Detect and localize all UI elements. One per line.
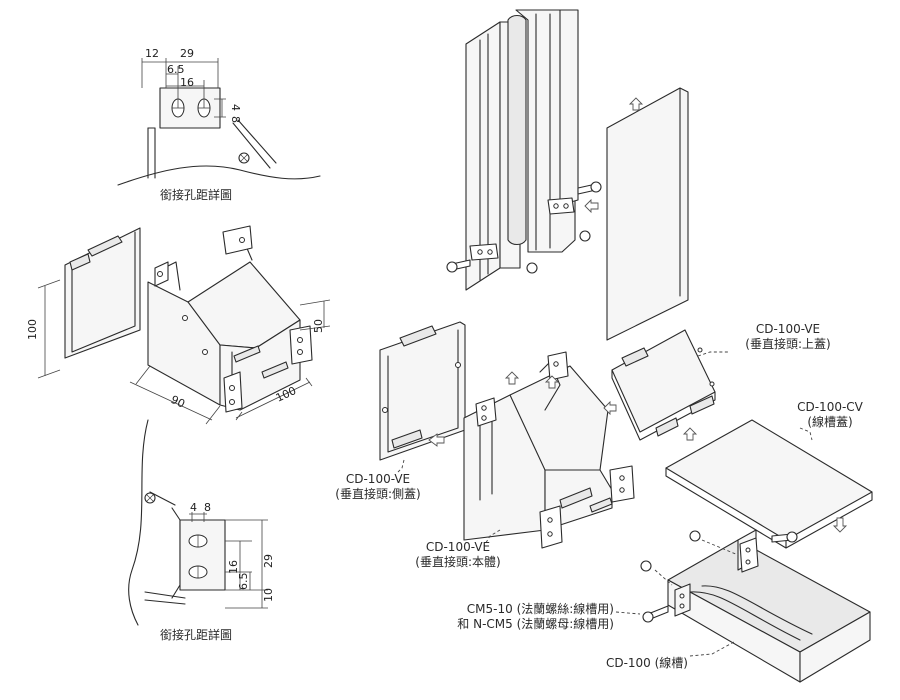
trough-cover-label: CD-100-CV (線槽蓋): [770, 400, 890, 430]
dim-8: 8: [204, 501, 211, 514]
arrow-icon: [628, 97, 644, 111]
trough-label: CD-100 (線槽): [605, 656, 688, 670]
hardware-line-2: 和 N-CM5 (法蘭螺母:線槽用): [457, 617, 614, 631]
screw-icon: [771, 531, 798, 543]
vertical-duct-assembly: [446, 9, 689, 341]
top-cover-name: (垂直接頭:上蓋): [745, 337, 831, 351]
body-code: CD-100-VE: [425, 540, 491, 554]
side-cover-name: (垂直接頭:側蓋): [335, 487, 421, 501]
screw-icon: [642, 605, 669, 623]
screw-icon: [446, 259, 471, 273]
dim-height-100: 100: [26, 319, 39, 340]
arrow-icon: [603, 400, 617, 416]
nut-icon: [640, 560, 652, 572]
top-detail-caption: 銜接孔距詳圖: [160, 188, 233, 202]
top-hole-detail: 12 29 6.5 16 4 8: [117, 47, 321, 186]
dim-10: 10: [262, 588, 275, 602]
nut-icon: [579, 230, 591, 242]
side-cover-label: CD-100-VE (垂直接頭:側蓋): [318, 472, 438, 502]
body-name: (垂直接頭:本體): [415, 555, 501, 569]
arrow-icon: [832, 517, 848, 533]
dim-6-5: 6.5: [237, 573, 250, 591]
arrow-icon: [584, 198, 599, 214]
trough-cover-name: (線槽蓋): [807, 415, 853, 429]
bottom-detail-caption: 銜接孔距詳圖: [160, 628, 233, 642]
top-cover-part: [603, 329, 728, 441]
dim-12: 12: [145, 47, 159, 60]
screw-icon: [577, 181, 602, 195]
dim-4: 4: [229, 104, 242, 111]
dim-16: 16: [180, 76, 194, 89]
hardware-line-1: CM5-10 (法蘭螺絲:線槽用): [466, 602, 614, 616]
trough-cover-code: CD-100-CV: [797, 400, 863, 414]
nut-icon: [689, 530, 701, 542]
dim-8: 8: [229, 116, 242, 123]
body-label: CD-100-VE (垂直接頭:本體): [398, 540, 518, 570]
top-cover-label: CD-100-VE (垂直接頭:上蓋): [728, 322, 848, 352]
dim-depth-90: 90: [169, 393, 187, 411]
arrow-icon: [682, 427, 698, 441]
arrow-icon: [504, 371, 520, 385]
hardware-label: CM5-10 (法蘭螺絲:線槽用) 和 N-CM5 (法蘭螺母:線槽用): [400, 602, 614, 632]
dim-4: 4: [190, 501, 197, 514]
dim-29: 29: [180, 47, 194, 60]
arrow-icon: [428, 433, 445, 447]
trough-part: [615, 529, 871, 683]
dim-29: 29: [262, 554, 275, 568]
trough-cover-part: [665, 419, 873, 549]
nut-icon: [526, 262, 538, 274]
arrow-icon: [544, 375, 560, 389]
bottom-hole-detail: 4 8 16 6.5 29 10: [128, 419, 275, 626]
dim-16: 16: [227, 560, 240, 574]
dim-6-5: 6.5: [167, 63, 185, 76]
body-part: [463, 351, 635, 549]
side-cover-code: CD-100-VE: [345, 472, 411, 486]
side-cover-part: [379, 321, 466, 473]
top-cover-code: CD-100-VE: [755, 322, 821, 336]
left-assembled-component: 100 90 100 50: [26, 225, 331, 425]
dim-side-50: 50: [312, 319, 325, 333]
